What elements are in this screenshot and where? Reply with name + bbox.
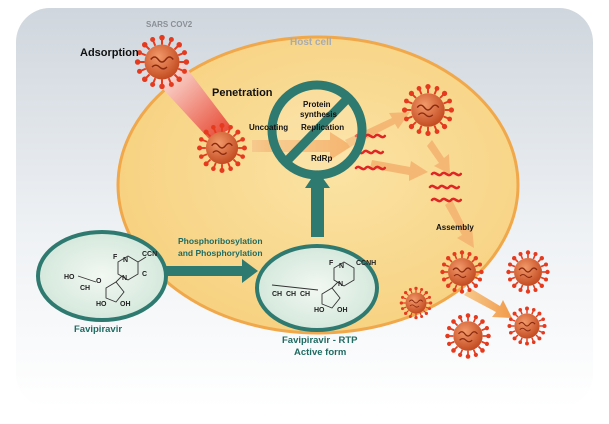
favipiravir-rtp-structure xyxy=(271,261,355,309)
inhibition-sign-icon xyxy=(267,80,367,180)
protein-synthesis-label-line2: synthesis xyxy=(300,110,337,119)
svg-text:HO: HO xyxy=(314,307,325,314)
svg-text:OH: OH xyxy=(120,301,131,308)
svg-text:CH: CH xyxy=(272,291,282,298)
uncoating-label: Uncoating xyxy=(249,123,288,132)
phosphoribosylation-label-line2: and Phosphorylation xyxy=(178,248,263,258)
virus-released-icon-4 xyxy=(506,305,548,347)
adsorption-label: Adsorption xyxy=(80,47,139,59)
rdrp-label: RdRp xyxy=(311,154,332,163)
protein-synthesis-label-line1: Protein xyxy=(303,100,331,109)
favipiravir-structure xyxy=(77,255,147,303)
phosphorylation-arrow xyxy=(165,259,258,283)
virus-assembled-icon xyxy=(439,249,485,295)
svg-text:F: F xyxy=(113,254,118,261)
svg-text:CH: CH xyxy=(300,291,310,298)
favipiravir-rtp-molecule xyxy=(255,244,379,332)
svg-text:C: C xyxy=(142,271,147,278)
virus-extracellular-icon xyxy=(133,33,191,91)
svg-text:CH: CH xyxy=(80,285,90,292)
virus-replicated-icon xyxy=(400,82,456,138)
svg-text:CH: CH xyxy=(286,291,296,298)
virus-released-icon-1 xyxy=(505,249,551,295)
rdrp-inhibition-arrow xyxy=(305,170,330,237)
svg-text:CCN: CCN xyxy=(142,251,157,258)
svg-text:N: N xyxy=(339,263,344,270)
phosphoribosylation-label-line1: Phosphoribosylation xyxy=(178,236,263,246)
virus-released-icon-2 xyxy=(399,286,433,320)
virus-released-icon-3 xyxy=(444,312,492,360)
svg-text:O: O xyxy=(96,278,102,285)
svg-text:HO: HO xyxy=(96,301,107,308)
penetration-label: Penetration xyxy=(212,87,273,99)
virus-penetrating-icon xyxy=(196,122,248,174)
svg-text:N: N xyxy=(123,257,128,264)
favipiravir-label: Favipiravir xyxy=(74,324,122,335)
favipiravir-rtp-label-line1: Favipiravir - RTP xyxy=(282,335,358,346)
assembly-label: Assembly xyxy=(436,223,474,232)
svg-text:N: N xyxy=(122,275,127,282)
svg-text:N: N xyxy=(338,281,343,288)
favipiravir-rtp-atoms: F N CCNH CH CH CH HO OH N xyxy=(272,260,376,314)
svg-text:F: F xyxy=(329,260,334,267)
svg-text:HO: HO xyxy=(64,274,75,281)
host-cell-label: Host cell xyxy=(290,37,332,48)
svg-text:CCNH: CCNH xyxy=(356,260,376,267)
favipiravir-molecule xyxy=(36,230,168,322)
sars-cov2-label: SARS COV2 xyxy=(146,20,193,29)
replication-label: Replication xyxy=(301,123,344,132)
favipiravir-atoms: F N CCN C HO CH O N HO OH xyxy=(64,251,157,308)
favipiravir-rtp-label-line2: Active form xyxy=(294,347,346,358)
svg-text:OH: OH xyxy=(337,307,348,314)
